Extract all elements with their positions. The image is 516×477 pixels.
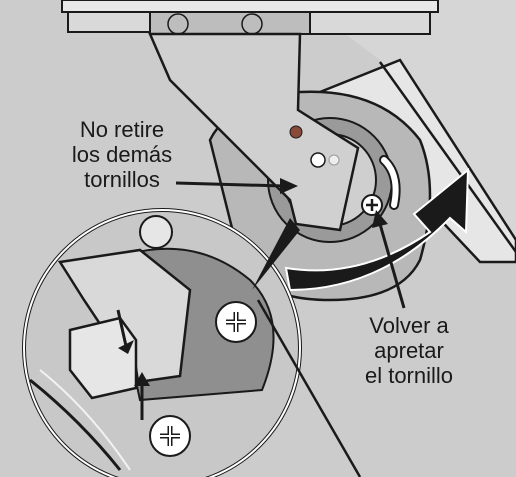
rotation-arrow-icon — [284, 167, 470, 292]
housing-left-block — [67, 11, 151, 33]
pointer-arrow-icon — [134, 372, 150, 420]
panel-edge — [256, 299, 362, 477]
door-edge — [378, 61, 516, 253]
callout-line: el tornillo — [364, 363, 454, 388]
arm-hole — [310, 152, 326, 168]
pointer-arrow-icon — [175, 178, 298, 194]
callout-line: los demás — [71, 142, 173, 167]
callout-line: No retire — [79, 117, 165, 142]
top-housing — [61, 0, 439, 13]
pointer-arrow-icon — [116, 309, 134, 354]
callout-line: apretar — [374, 338, 444, 363]
cam-slot-inner — [381, 157, 399, 208]
callout-line: Volver a — [369, 313, 449, 338]
zoom-connector — [252, 218, 300, 290]
screw-icon — [149, 415, 191, 457]
arm-rivet — [289, 125, 303, 139]
magnified-inset — [22, 208, 302, 477]
housing-right-block — [309, 11, 431, 35]
arm-hole — [328, 154, 340, 166]
pointer-arrow-icon — [372, 210, 406, 309]
callout-retighten-screw: Volver a apretar el tornillo — [344, 313, 474, 388]
screw-icon — [215, 301, 257, 343]
hinge-arm — [148, 32, 360, 232]
callout-do-not-remove-screws: No retire los demás tornillos — [58, 117, 186, 192]
callout-line: tornillos — [84, 167, 160, 192]
screw-icon — [361, 194, 383, 216]
